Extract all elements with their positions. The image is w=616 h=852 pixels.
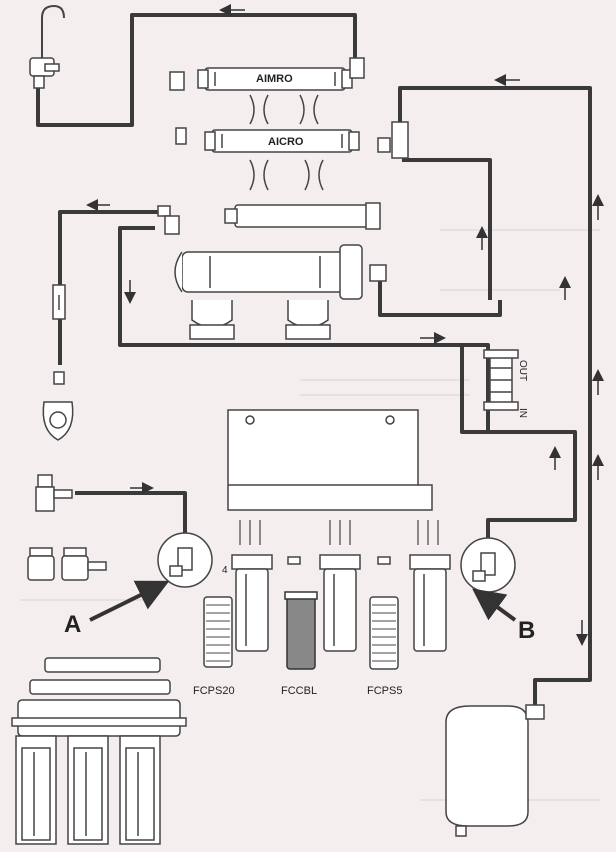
assembled-ro-unit bbox=[11, 657, 187, 845]
detail-circle-a bbox=[157, 532, 213, 588]
aimro-label: AIMRO bbox=[256, 73, 293, 85]
tube-left-feed bbox=[58, 210, 160, 365]
fcps20-label: FCPS20 bbox=[193, 685, 235, 697]
housing-clips bbox=[189, 300, 331, 340]
tube-bottom-return bbox=[460, 345, 577, 548]
mount-clips bbox=[249, 94, 324, 191]
valve-in-label: IN bbox=[517, 408, 528, 418]
aimro-filter bbox=[197, 67, 353, 91]
fccbl-label: FCCBL bbox=[281, 685, 317, 697]
housing-screws bbox=[239, 520, 439, 545]
cartridge-fccbl bbox=[284, 591, 318, 670]
marker-b: B bbox=[518, 617, 535, 644]
detail-circle-b bbox=[460, 537, 516, 593]
faucet-icon bbox=[29, 4, 65, 89]
pointer-arrow-a bbox=[89, 580, 170, 622]
check-valve bbox=[52, 284, 66, 320]
prefilter-housings bbox=[231, 554, 451, 652]
tube-feed-a bbox=[75, 491, 187, 540]
flow-valve bbox=[483, 349, 519, 411]
cartridge-fcps5 bbox=[369, 596, 399, 670]
aicro-label: AICRO bbox=[268, 136, 304, 148]
pointer-arrow-b bbox=[472, 588, 517, 622]
membrane-housing bbox=[174, 244, 363, 300]
tube-faucet-to-aimro bbox=[36, 13, 357, 127]
aicro-filter bbox=[204, 129, 360, 153]
marker-a: A bbox=[64, 611, 81, 638]
tube-tank-line bbox=[402, 158, 492, 300]
spare-fittings bbox=[27, 547, 107, 581]
valve-out-label: OUT bbox=[517, 360, 528, 381]
elbow-fittings bbox=[157, 57, 409, 282]
flow-arrows bbox=[86, 4, 604, 646]
stage-number: 4 bbox=[222, 565, 228, 576]
mounting-bracket bbox=[227, 409, 433, 511]
tube-membrane-out bbox=[398, 86, 592, 710]
tube-left-loop bbox=[118, 226, 490, 430]
inline-membrane bbox=[224, 202, 381, 230]
tube-housing-to-valve bbox=[378, 275, 502, 317]
cartridge-fcps20 bbox=[203, 596, 233, 668]
feed-valve bbox=[35, 474, 73, 512]
fcps5-label: FCPS5 bbox=[367, 685, 402, 697]
drain-saddle bbox=[42, 371, 74, 441]
storage-tank bbox=[445, 704, 545, 837]
